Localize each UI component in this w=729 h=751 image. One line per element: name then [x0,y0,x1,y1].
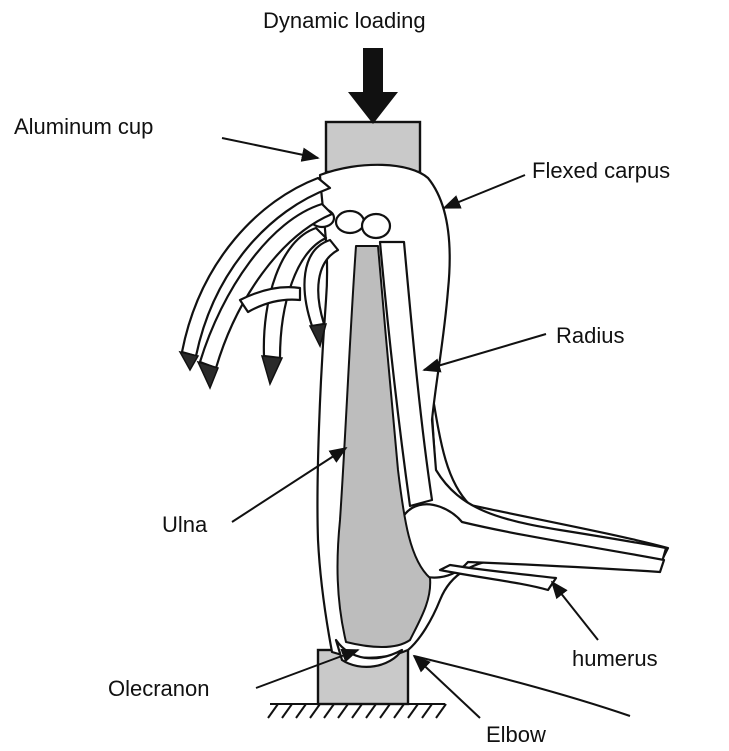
aluminum-cup-arrow [222,138,318,158]
flexed-carpus-arrow [444,175,525,208]
humerus-lower-outline [440,565,556,590]
label-elbow: Elbow [486,722,546,747]
label-flexed-carpus: Flexed carpus [532,158,670,183]
label-aluminum-cup: Aluminum cup [14,114,153,139]
load-arrow [348,48,398,124]
fixed-ground [268,704,446,718]
claw-1 [180,352,198,370]
label-radius: Radius [556,323,624,348]
label-ulna: Ulna [162,512,208,537]
label-humerus: humerus [572,646,658,671]
label-dynamic-loading: Dynamic loading [263,8,426,33]
label-olecranon: Olecranon [108,676,210,701]
digits [180,178,338,388]
humerus-arrow [552,582,598,640]
claw-3 [262,356,282,384]
elbow-arrow [414,656,480,718]
